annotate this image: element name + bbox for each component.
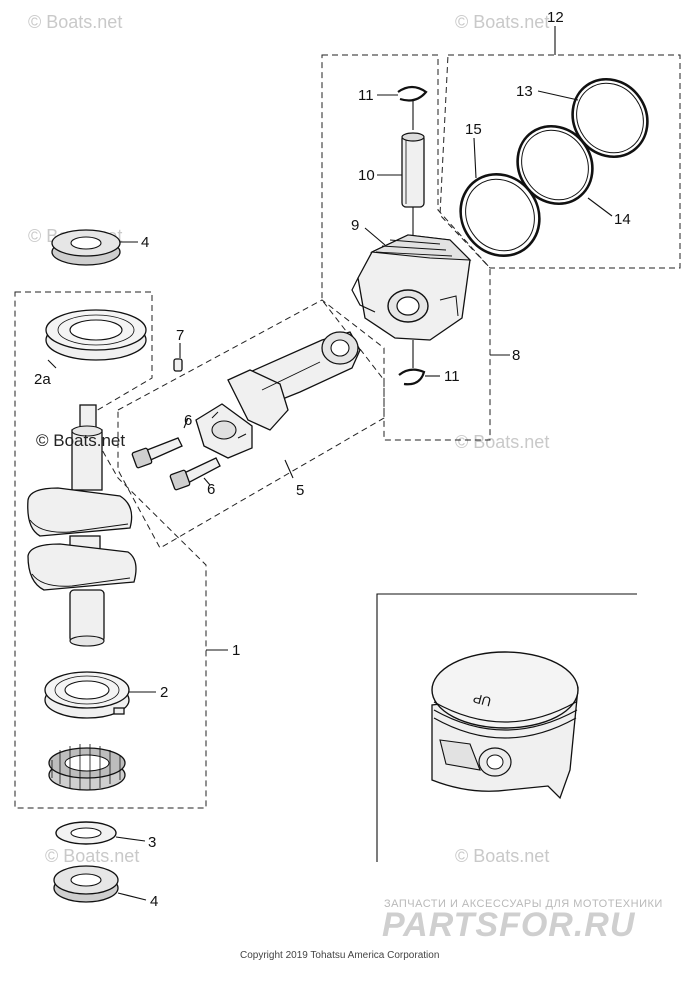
ring-13[interactable] — [558, 65, 663, 172]
watermark: © Boats.net — [455, 432, 549, 452]
woodruff-key-7[interactable] — [173, 358, 183, 372]
bearing-2[interactable] — [44, 671, 130, 719]
oil-seal-4-bottom[interactable] — [53, 865, 119, 903]
watermark: © Boats.net — [28, 12, 122, 32]
watermark: © Boats.net — [36, 431, 125, 450]
ring-14[interactable] — [503, 112, 608, 219]
callout-1: 1 — [232, 642, 240, 659]
piston-detail[interactable] — [431, 651, 579, 800]
callout-11-top: 11 — [358, 87, 374, 104]
watermark: © Boats.net — [455, 846, 549, 866]
callout-4-bottom: 4 — [150, 893, 158, 910]
piston-ring-set-group — [439, 26, 681, 271]
callout-13: 13 — [516, 83, 533, 100]
piston-9[interactable] — [351, 234, 472, 341]
callout-2: 2 — [160, 684, 168, 701]
connecting-rod[interactable] — [227, 331, 361, 431]
shop-tagline: ЗАПЧАСТИ И АКСЕССУАРЫ ДЛЯ МОТОТЕХНИКИ — [384, 898, 663, 910]
rod-bolt-6-a[interactable] — [131, 437, 183, 469]
callout-5: 5 — [296, 482, 304, 499]
piston-detail-inset: UP — [376, 593, 637, 862]
crankshaft-assembly-group — [14, 291, 228, 809]
piston-assembly-group — [321, 54, 510, 441]
callout-3: 3 — [148, 834, 156, 851]
connecting-rod-cap[interactable] — [195, 403, 253, 459]
callout-4-top: 4 — [141, 234, 149, 251]
rod-bolt-6-b[interactable] — [169, 457, 221, 491]
washer-4-top[interactable] — [51, 229, 121, 266]
piston-pin-10[interactable] — [401, 132, 425, 208]
watermark: © Boats.net — [45, 846, 139, 866]
bearing-2a[interactable] — [45, 309, 147, 361]
ring-15[interactable] — [445, 159, 555, 271]
callout-9: 9 — [351, 217, 359, 234]
callout-11-bottom: 11 — [444, 368, 460, 385]
crank-gear[interactable] — [48, 744, 126, 791]
watermark: © Boats.net — [455, 12, 549, 32]
callout-8: 8 — [512, 347, 520, 364]
circlip-11-bottom[interactable] — [398, 368, 426, 386]
copyright-text: Copyright 2019 Tohatsu America Corporati… — [240, 950, 439, 961]
callout-12: 12 — [547, 9, 564, 26]
callout-2a: 2a — [34, 371, 51, 388]
callout-15: 15 — [465, 121, 482, 138]
callout-7: 7 — [176, 327, 184, 344]
circlip-11-top[interactable] — [397, 85, 428, 102]
connecting-rod-group — [117, 299, 385, 549]
callout-6-a: 6 — [184, 412, 192, 429]
callout-6-b: 6 — [207, 481, 215, 498]
callout-10: 10 — [358, 167, 375, 184]
shop-logo: PARTSFOR.RU — [382, 906, 636, 944]
washer-3[interactable] — [55, 821, 117, 845]
callout-14: 14 — [614, 211, 631, 228]
piston-up-mark: UP — [471, 690, 492, 709]
crankshaft[interactable] — [27, 404, 137, 647]
